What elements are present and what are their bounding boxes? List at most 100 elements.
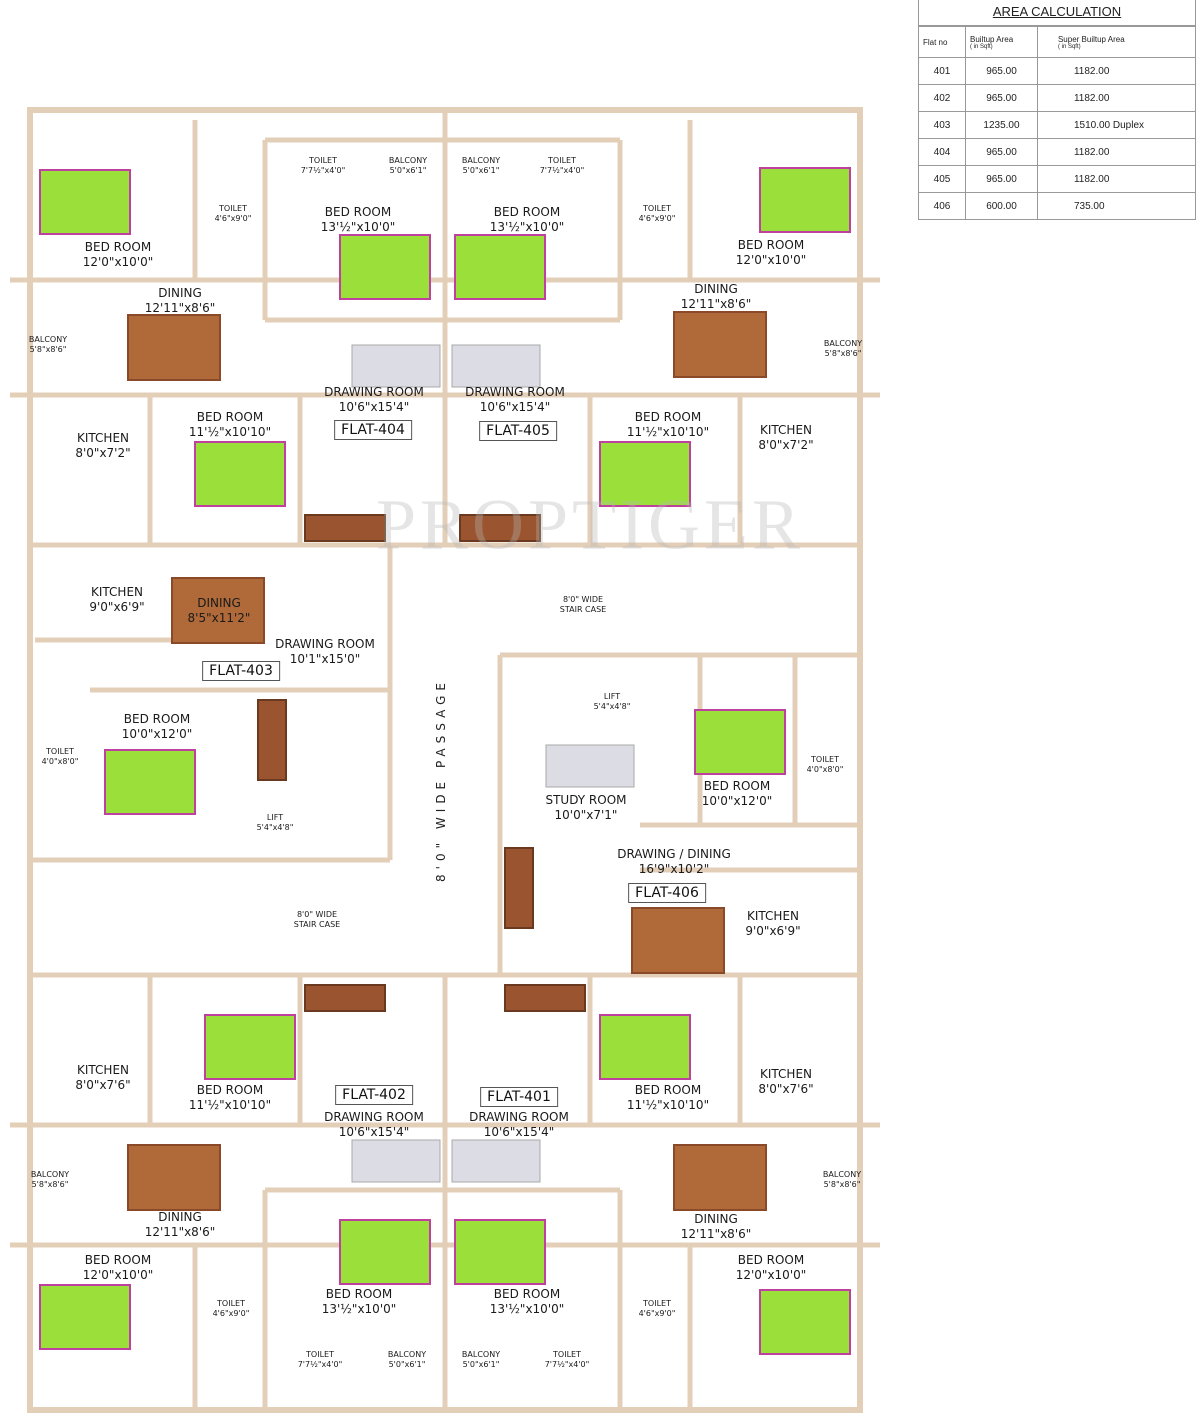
room-size: 11'½"x10'10" xyxy=(188,425,272,439)
room-size: 10'0"x7'1" xyxy=(554,808,618,822)
room-name: BED ROOM xyxy=(634,1083,702,1097)
area-calculation-title: AREA CALCULATION xyxy=(919,0,1195,26)
room-name: 8'0" WIDE xyxy=(562,595,604,604)
room-name: BED ROOM xyxy=(84,240,152,254)
room-size: 4'0"x8'0" xyxy=(806,765,844,774)
bed-icon xyxy=(104,749,196,815)
room-name: BED ROOM xyxy=(123,712,191,726)
sofa-icon xyxy=(459,514,541,542)
dining-table-icon xyxy=(673,311,767,378)
room-size: 7'7½"x4'0" xyxy=(544,1360,590,1369)
bed-icon xyxy=(204,1014,296,1080)
room-size: 10'1"x15'0" xyxy=(289,652,361,666)
dining-table-icon xyxy=(127,1144,221,1211)
desk-icon xyxy=(351,1139,441,1183)
room-size: 12'0"x10'0" xyxy=(82,1268,154,1282)
room-size: 4'6"x9'0" xyxy=(212,1309,250,1318)
room-size: 12'0"x10'0" xyxy=(735,1268,807,1282)
room-size: 11'½"x10'10" xyxy=(626,425,710,439)
builtup-cell: 965.00 xyxy=(965,57,1038,85)
sofa-icon xyxy=(504,847,534,929)
room-name: BED ROOM xyxy=(703,779,771,793)
room-name: DINING xyxy=(197,596,241,610)
room-size: 16'9"x10'2" xyxy=(638,862,710,876)
passage-label: 8'0" WIDE PASSAGE xyxy=(434,678,448,882)
room-name: TOILET xyxy=(219,204,247,213)
room-name: DRAWING ROOM xyxy=(465,385,565,399)
sofa-icon xyxy=(257,699,287,781)
bed-icon xyxy=(454,234,546,300)
room-name: BALCONY xyxy=(387,1350,427,1359)
room-size: 10'0"x12'0" xyxy=(701,794,773,808)
flat-tag: FLAT-401 xyxy=(480,1087,558,1107)
super-builtup-cell: 1182.00 xyxy=(1036,165,1195,193)
room-name: 8'0" WIDE xyxy=(296,910,338,919)
room-size: 10'6"x15'4" xyxy=(483,1125,555,1139)
room-size: 10'6"x15'4" xyxy=(338,1125,410,1139)
room-size: 5'0"x6'1" xyxy=(389,166,427,175)
room-name: TOILET xyxy=(548,156,576,165)
flat-no-cell: 404 xyxy=(919,138,966,166)
room-size: 4'6"x9'0" xyxy=(638,1309,676,1318)
room-name: TOILET xyxy=(309,156,337,165)
room-size: 12'0"x10'0" xyxy=(82,255,154,269)
room-size: 7'7½"x4'0" xyxy=(539,166,585,175)
desk-icon xyxy=(451,1139,541,1183)
room-name: TOILET xyxy=(811,755,839,764)
room-name: BED ROOM xyxy=(493,1287,561,1301)
builtup-cell: 965.00 xyxy=(965,165,1038,193)
room-name: BED ROOM xyxy=(737,1253,805,1267)
builtup-cell: 600.00 xyxy=(965,192,1038,220)
room-name: BALCONY xyxy=(30,1170,70,1179)
room-name: LIFT xyxy=(266,813,284,822)
dining-table-icon xyxy=(631,907,725,974)
flat-tag: FLAT-404 xyxy=(334,420,412,440)
room-size: 5'8"x8'6" xyxy=(31,1180,69,1189)
room-size: 7'7½"x4'0" xyxy=(300,166,346,175)
room-name: BED ROOM xyxy=(196,410,264,424)
room-size: 11'½"x10'10" xyxy=(188,1098,272,1112)
sofa-icon xyxy=(304,514,386,542)
flat-no-cell: 406 xyxy=(919,192,966,220)
room-name: STUDY ROOM xyxy=(545,793,627,807)
area-calculation-table: AREA CALCULATION Flat no Builtup Area( i… xyxy=(918,0,1196,220)
room-size: 8'5"x11'2" xyxy=(187,611,251,625)
room-name: KITCHEN xyxy=(760,423,812,437)
room-size: 5'4"x4'8" xyxy=(593,702,631,711)
flat-tag: FLAT-406 xyxy=(628,883,706,903)
room-size: 9'0"x6'9" xyxy=(89,600,145,614)
room-name: LIFT xyxy=(603,692,621,701)
room-size: 13'½"x10'0" xyxy=(489,1302,565,1316)
